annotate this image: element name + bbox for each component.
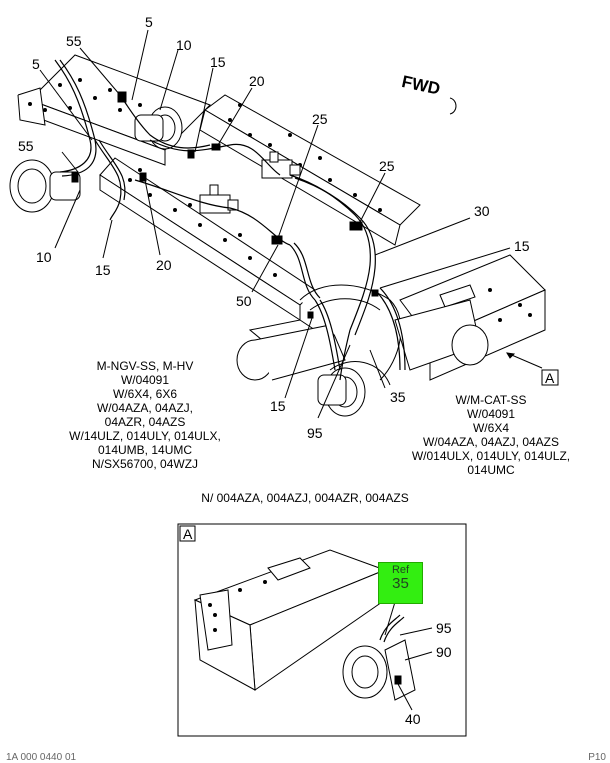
leader-lines: [39, 29, 543, 419]
callout-90: 90: [436, 644, 452, 660]
callout-labels: 5 55 10 5 15 20 55 25 25 30 10 15 15 20 …: [18, 14, 555, 727]
relay-valve-upper: [261, 151, 301, 179]
air-hoses: [54, 59, 406, 381]
right-note-line: 014UMC: [467, 463, 515, 477]
right-note-line: W/M-CAT-SS: [455, 393, 527, 407]
callout-40: 40: [405, 711, 421, 727]
callout-35: 35: [390, 389, 406, 405]
ref-number: 35: [392, 575, 409, 592]
footer-page-id: P10: [588, 752, 606, 763]
figure-caption: N/ 004AZA, 004AZJ, 004AZR, 004AZS: [201, 491, 409, 505]
callout-10: 10: [176, 37, 192, 53]
relay-valve-lower: [199, 184, 239, 214]
callout-15: 15: [270, 398, 286, 414]
callout-5: 5: [145, 14, 153, 30]
brake-chamber-left: [9, 159, 81, 213]
left-note-line: 04AZR, 04AZS: [104, 415, 186, 429]
reference-highlight-box[interactable]: Ref 35: [378, 562, 423, 604]
brake-chamber-upper: [134, 106, 183, 150]
view-a-label: A: [545, 370, 555, 386]
left-note-line: N/SX56700, 04WZJ: [91, 457, 199, 471]
left-note-line: W/6X4, 6X6: [112, 387, 178, 401]
axle-assembly: [236, 284, 489, 386]
left-applicability-note: M-NGV-SS, M-HV W/04091 W/6X4, 6X6 W/04AZ…: [52, 359, 238, 471]
callout-95: 95: [436, 620, 452, 636]
fwd-arrow-icon: [449, 97, 457, 115]
callout-55: 55: [66, 33, 82, 49]
left-note-line: W/04AZA, 04AZJ,: [96, 401, 194, 415]
right-frame-rail: [199, 94, 421, 246]
callout-95: 95: [307, 425, 323, 441]
callout-20: 20: [249, 73, 265, 89]
callout-15: 15: [210, 54, 226, 70]
callout-20: 20: [156, 257, 172, 273]
left-note-line: W/14ULZ, 014ULY, 014ULX,: [69, 429, 221, 443]
right-note-line: W/04091: [466, 407, 516, 421]
right-note-line: W/014ULX, 014ULY, 014ULZ,: [411, 449, 571, 463]
detail-frame-rail: [193, 549, 387, 691]
callout-25: 25: [312, 111, 328, 127]
left-note-line: M-NGV-SS, M-HV: [96, 359, 194, 373]
right-note-line: W/6X4: [472, 421, 509, 435]
lower-frame-rail: [99, 157, 316, 321]
callout-15: 15: [514, 238, 530, 254]
left-note-line: W/04091: [120, 373, 170, 387]
brake-chamber-lower: [317, 367, 366, 417]
right-note-line: W/04AZA, 04AZJ, 04AZS: [422, 435, 560, 449]
detail-a-label: A: [183, 526, 193, 542]
callout-15: 15: [95, 262, 111, 278]
detail-leader-lines: [384, 601, 433, 711]
footer-figure-id: 1A 000 0440 01: [6, 752, 77, 763]
upper-frame-rail: [17, 54, 211, 166]
ref-label: Ref: [391, 564, 410, 576]
callout-5: 5: [32, 56, 40, 72]
callout-55: 55: [18, 138, 34, 154]
callout-10: 10: [36, 249, 52, 265]
callout-50: 50: [236, 293, 252, 309]
right-applicability-note: W/M-CAT-SS W/04091 W/6X4 W/04AZA, 04AZJ,…: [400, 393, 582, 477]
hose-fittings: [71, 91, 379, 319]
callout-25: 25: [379, 158, 395, 174]
callout-30: 30: [474, 203, 490, 219]
left-note-line: 014UMB, 14UMC: [97, 443, 193, 457]
